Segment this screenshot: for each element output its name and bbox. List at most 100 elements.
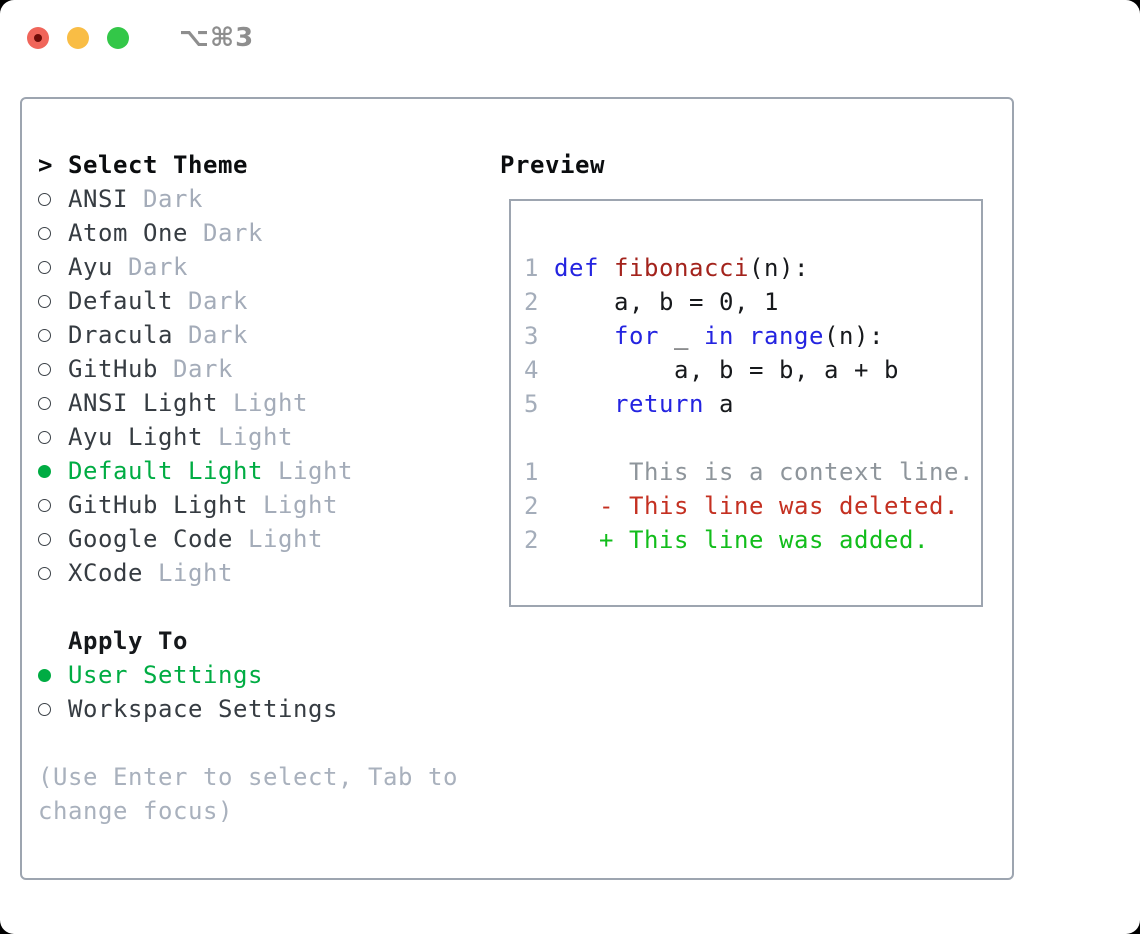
- radio-icon: [38, 464, 51, 478]
- code-line: 1 This is a context line.: [524, 455, 981, 489]
- minimize-button[interactable]: [67, 27, 89, 49]
- theme-option[interactable]: Ayu Dark: [38, 250, 488, 284]
- preview-header: Preview: [500, 148, 605, 182]
- theme-name: GitHub Light: [68, 491, 248, 519]
- code-segment-plain: [734, 322, 749, 350]
- code-segment-keyword: for: [614, 322, 659, 350]
- code-segment-plain: _: [659, 322, 704, 350]
- theme-name: ANSI: [68, 185, 128, 213]
- code-content: for _ in range(n):: [554, 322, 884, 350]
- theme-option[interactable]: ANSI Dark: [38, 182, 488, 216]
- code-content: + This line was added.: [554, 526, 929, 554]
- code-segment-keyword: range: [749, 322, 824, 350]
- code-line: 2 - This line was deleted.: [524, 489, 981, 523]
- code-segment-plain: [554, 322, 614, 350]
- select-theme-label: Select Theme: [68, 151, 248, 179]
- theme-list: > Select Theme ANSI Dark Atom One Dark A…: [38, 148, 488, 828]
- code-segment-plain: a: [704, 390, 734, 418]
- code-content: return a: [554, 390, 734, 418]
- code-line: 3 for _ in range(n):: [524, 319, 981, 353]
- code-content: a, b = 0, 1: [554, 288, 779, 316]
- radio-icon: [38, 498, 51, 512]
- prompt-icon: >: [38, 151, 53, 179]
- theme-option[interactable]: Atom One Dark: [38, 216, 488, 250]
- code-segment-context: This is a context line.: [554, 458, 974, 486]
- theme-name: XCode: [68, 559, 143, 587]
- code-segment-function: fibonacci: [614, 254, 749, 282]
- radio-icon: [38, 328, 51, 342]
- apply-to-option[interactable]: User Settings: [38, 658, 488, 692]
- zoom-button[interactable]: [107, 27, 129, 49]
- code-segment-plain: [599, 254, 614, 282]
- code-line: 4 a, b = b, a + b: [524, 353, 981, 387]
- code-segment-added: + This line was added.: [554, 526, 929, 554]
- theme-name: Default Light: [68, 457, 263, 485]
- code-content: - This line was deleted.: [554, 492, 959, 520]
- theme-variant-badge: Light: [278, 457, 353, 485]
- theme-variant-badge: Light: [158, 559, 233, 587]
- theme-option[interactable]: GitHub Dark: [38, 352, 488, 386]
- theme-selector-panel: > Select Theme ANSI Dark Atom One Dark A…: [20, 97, 1014, 880]
- code-segment-plain: a, b = 0, 1: [554, 288, 779, 316]
- code-line: 1 def fibonacci(n):: [524, 251, 981, 285]
- theme-name: Ayu Light: [68, 423, 203, 451]
- code-segment-keyword: in: [704, 322, 734, 350]
- apply-to-label: Apply To: [68, 627, 188, 655]
- code-content: This is a context line.: [554, 458, 974, 486]
- code-content: def fibonacci(n):: [554, 254, 809, 282]
- theme-name: Atom One: [68, 219, 188, 247]
- apply-to-options: User Settings Workspace Settings: [38, 658, 488, 726]
- theme-option[interactable]: Default Light Light: [38, 454, 488, 488]
- theme-name: Default: [68, 287, 173, 315]
- code-segment-keyword: return: [614, 390, 704, 418]
- theme-option[interactable]: Ayu Light Light: [38, 420, 488, 454]
- theme-option[interactable]: Dracula Dark: [38, 318, 488, 352]
- theme-name: User Settings: [68, 661, 263, 689]
- theme-variant-badge: Light: [218, 423, 293, 451]
- code-line: 2 a, b = 0, 1: [524, 285, 981, 319]
- line-number: 1: [524, 458, 539, 486]
- theme-option[interactable]: Default Dark: [38, 284, 488, 318]
- theme-name: GitHub: [68, 355, 158, 383]
- code-segment-plain: (n):: [824, 322, 884, 350]
- code-content: a, b = b, a + b: [554, 356, 899, 384]
- theme-variant-badge: Dark: [188, 321, 248, 349]
- theme-option[interactable]: ANSI Light Light: [38, 386, 488, 420]
- theme-variant-badge: Light: [263, 491, 338, 519]
- radio-icon: [38, 362, 51, 376]
- theme-option[interactable]: XCode Light: [38, 556, 488, 590]
- theme-name: Ayu: [68, 253, 113, 281]
- theme-variant-badge: Dark: [143, 185, 203, 213]
- theme-name: ANSI Light: [68, 389, 218, 417]
- code-segment-plain: (n):: [749, 254, 809, 282]
- theme-variant-badge: Dark: [128, 253, 188, 281]
- radio-icon: [38, 294, 51, 308]
- preview-label: Preview: [500, 151, 605, 179]
- theme-option[interactable]: Google Code Light: [38, 522, 488, 556]
- theme-variant-badge: Dark: [203, 219, 263, 247]
- radio-icon: [38, 396, 51, 410]
- theme-name: Google Code: [68, 525, 233, 553]
- apply-to-option[interactable]: Workspace Settings: [38, 692, 488, 726]
- radio-icon: [38, 532, 51, 546]
- theme-option[interactable]: GitHub Light Light: [38, 488, 488, 522]
- code-segment-keyword: def: [554, 254, 599, 282]
- radio-icon: [38, 260, 51, 274]
- radio-icon: [38, 226, 51, 240]
- theme-variant-badge: Light: [248, 525, 323, 553]
- spacer: [38, 726, 488, 760]
- theme-variant-badge: Light: [233, 389, 308, 417]
- theme-name: Workspace Settings: [68, 695, 338, 723]
- close-button[interactable]: [27, 27, 49, 49]
- radio-icon: [38, 702, 51, 716]
- theme-variant-badge: Dark: [173, 355, 233, 383]
- line-number: 2: [524, 492, 539, 520]
- line-number: 2: [524, 526, 539, 554]
- code-preview-box: 1 def fibonacci(n): 2 a, b = 0, 1 3 for …: [509, 199, 983, 607]
- code-lines: 1 def fibonacci(n): 2 a, b = 0, 1 3 for …: [524, 251, 981, 557]
- radio-icon: [38, 668, 51, 682]
- code-line: 2 + This line was added.: [524, 523, 981, 557]
- line-number: 3: [524, 322, 539, 350]
- title-bar: ⌥⌘3: [27, 23, 254, 53]
